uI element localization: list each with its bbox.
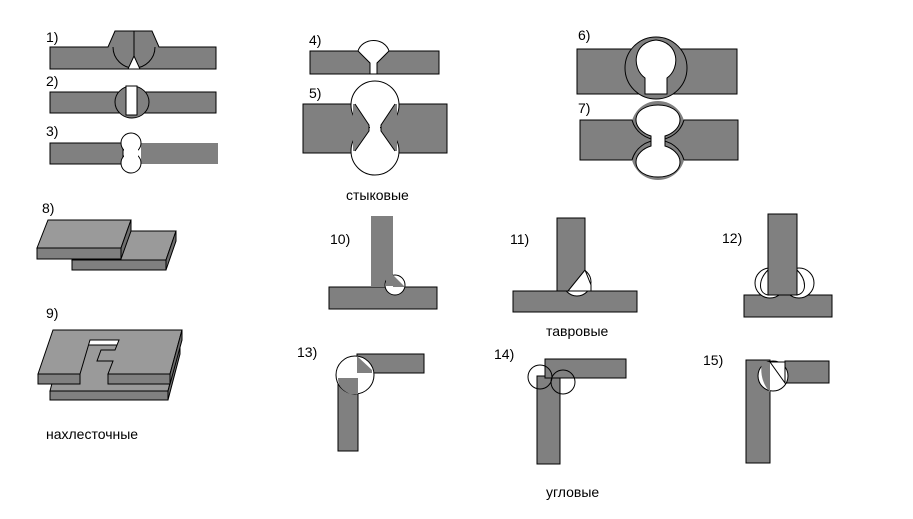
label-12: 12) xyxy=(722,230,742,246)
joint-13-corner xyxy=(335,353,425,452)
joint-15-corner-grooved xyxy=(745,359,830,464)
label-10: 10) xyxy=(330,231,350,247)
joint-9-lap-slot xyxy=(37,329,183,401)
caption-corner: угловые xyxy=(546,484,599,500)
joint-8-lap xyxy=(36,219,177,271)
joint-4-butt-v-groove xyxy=(309,40,440,75)
label-4: 4) xyxy=(309,32,321,48)
joint-14-corner-double xyxy=(527,358,627,465)
label-11: 11) xyxy=(510,231,529,247)
joint-5-butt-x-groove xyxy=(302,80,448,176)
joint-12-tee-double xyxy=(743,213,833,318)
label-6: 6) xyxy=(578,27,590,43)
joint-2-butt-square xyxy=(49,85,217,119)
joint-3-butt-double-sided xyxy=(49,132,218,174)
label-14: 14) xyxy=(494,346,514,362)
caption-lap: нахлесточные xyxy=(46,426,138,442)
joint-6-butt-u-groove xyxy=(576,36,738,100)
caption-butt: стыковые xyxy=(346,187,409,203)
label-15: 15) xyxy=(703,352,723,368)
label-3: 3) xyxy=(46,123,58,139)
caption-tee: тавровые xyxy=(546,323,609,339)
joint-1-butt-v-reinforced xyxy=(49,30,217,70)
label-9: 9) xyxy=(46,305,58,321)
label-5: 5) xyxy=(309,85,321,101)
label-7: 7) xyxy=(578,100,590,116)
joint-11-tee-grooved xyxy=(512,217,638,313)
label-1: 1) xyxy=(46,29,58,45)
joint-7-butt-double-u xyxy=(579,101,739,180)
label-8: 8) xyxy=(42,200,54,216)
label-2: 2) xyxy=(46,73,58,89)
joint-10-tee-fillet xyxy=(328,216,438,310)
label-13: 13) xyxy=(297,344,317,360)
